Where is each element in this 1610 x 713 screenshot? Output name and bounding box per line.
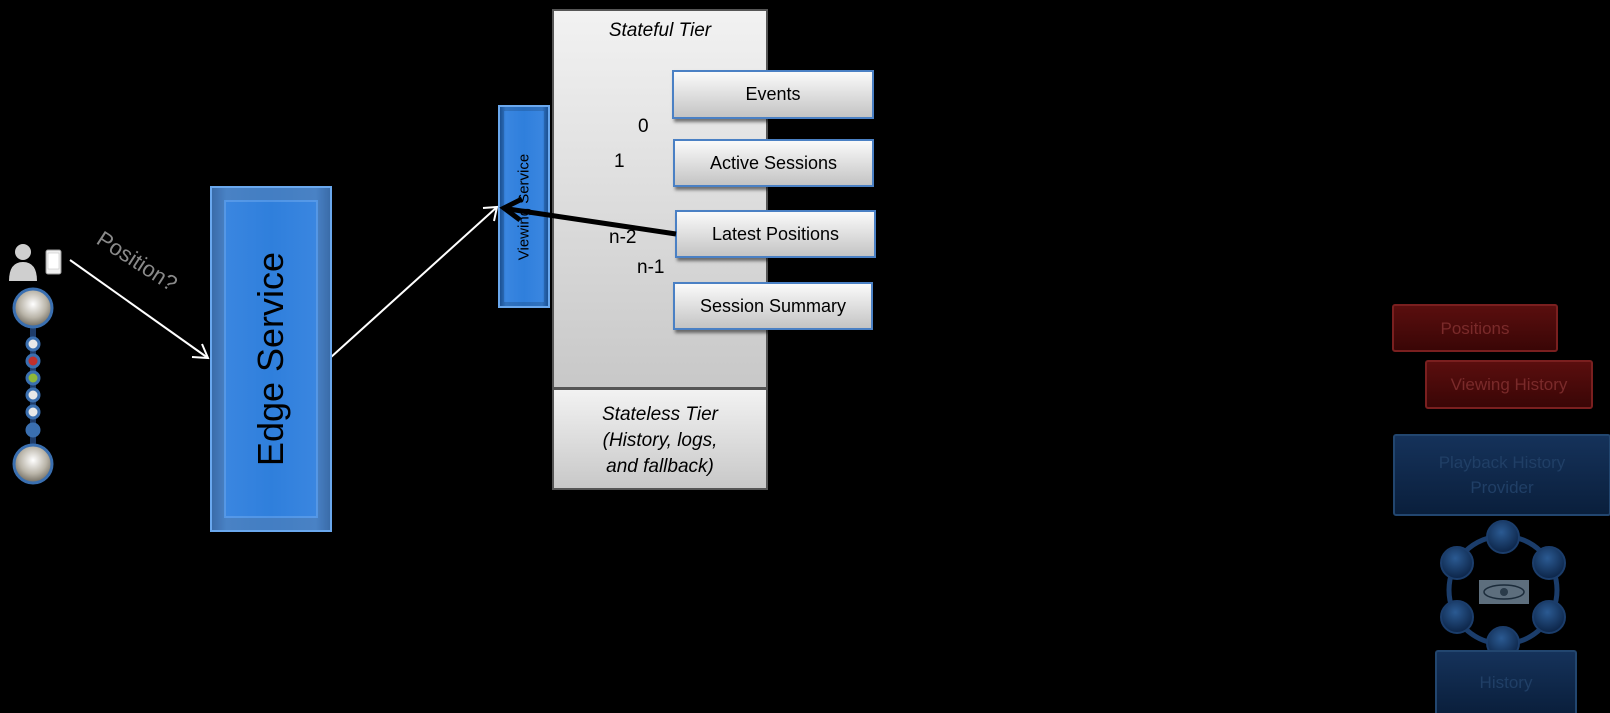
playback-history-provider-line: Provider (1470, 478, 1534, 497)
user-device-icon (9, 244, 62, 281)
node-label-n-2: n-2 (609, 227, 637, 248)
node-label-0: 0 (638, 116, 649, 137)
client-dot (25, 370, 41, 386)
stateless-tier-box: Stateless Tier (History, logs, and fallb… (552, 388, 768, 490)
stateless-tier-line: (History, logs, (602, 430, 718, 451)
client-dot (25, 353, 41, 369)
store-session-summary[interactable]: Session Summary (673, 282, 873, 330)
faded-cluster-ring (1440, 520, 1566, 660)
viewing-history-store: Viewing History (1425, 360, 1593, 409)
user-icon (15, 244, 31, 260)
node-label-1: 1 (614, 151, 625, 172)
stateless-tier-line: and fallback) (606, 456, 714, 477)
client-dot (25, 422, 41, 438)
positions-store: Positions (1392, 304, 1558, 352)
playback-history-provider-line: Playback History (1438, 453, 1566, 472)
client-dot (25, 404, 41, 420)
store-events[interactable]: Events (672, 70, 874, 119)
client-disc-bottom (12, 443, 54, 485)
stateful-tier-title: Stateful Tier (608, 20, 712, 41)
history-store: History (1435, 650, 1577, 713)
client-dot (25, 387, 41, 403)
client-device-stack (12, 287, 54, 485)
store-active-sessions[interactable]: Active Sessions (673, 139, 874, 187)
playback-history-provider: Playback History Provider (1393, 434, 1610, 516)
stateless-tier-title: Stateless Tier (602, 404, 718, 425)
client-disc-top (12, 287, 54, 329)
edge-service-block[interactable]: Edge Service (210, 186, 332, 532)
edge-to-viewing-arrow (329, 206, 498, 359)
node-label-n-1: n-1 (637, 257, 665, 278)
request-arrow (69, 259, 209, 359)
latest-positions-read-arrow (507, 206, 677, 237)
client-dot (25, 336, 41, 352)
